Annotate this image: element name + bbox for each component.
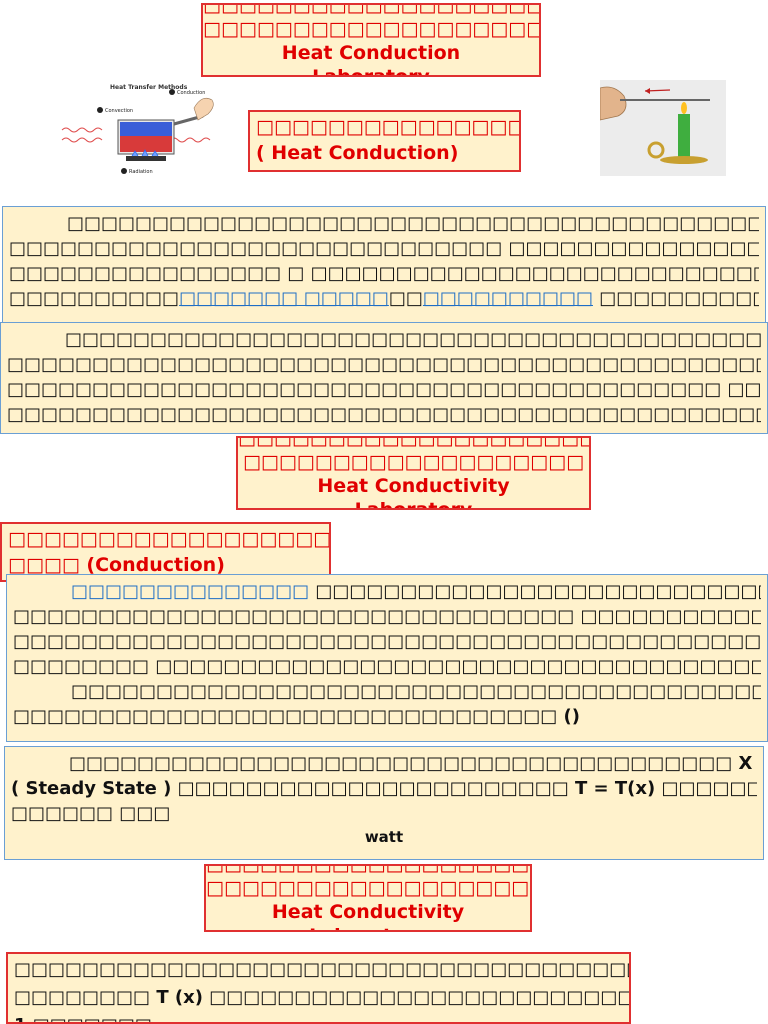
para1-line4: □□□□□□□□□□□□□□□□□ □□□□□□□□□□□□□□□□□ □□□□… [9,286,759,311]
para2-text-a: □□□□□□□□□□□□□□□□□□□□□□□□□□□□□□□□□□□□□□□□… [7,379,761,400]
para2-line3: □□□□□□□□□□□□□□□□□□□□□□□□□□□□□□□□□□□□□□□□… [7,377,761,402]
para1-link-1[interactable]: □□□□□□□ □□□□□ [179,288,389,309]
section3-line3: 1 □□□□□□□ [14,1012,623,1022]
title3-lab: Laboratory [206,924,530,930]
title-box-heat-conduction: □□□□□□□□□□□□□□□□□□□□□□□□□□□□□□ □□□□□□□□□… [201,3,541,77]
title-box-heat-conductivity: □□□□□□□□□□□□□□□□□□□□□□□□□□□ □□□□□□□□□□□□… [236,436,591,510]
para1-line2: □□□□□□□□□□□□□□□□□□□□□□□□□□□□□ □□□□□□□□□□… [9,238,759,259]
para3-line4: □□□□□□□□ □□□□□□□□□□□□□□□□□□□□□□□□□□□□□□□… [13,656,761,677]
para2-line2: □□□□□□□□□□□□□□□□□□□□□□□□□□□□□□□□□□□□□□□□… [7,354,761,375]
heading-thai: □□□□□□□□□□□□□□□□□ [256,116,519,138]
section3-line2: □□□□□□□□ T (x) □□□□□□□□□□□□□□□□□□□□□□□□□… [14,987,629,1008]
title-thai-line1: □□□□□□□□□□□□□□□□□□□□□□□□□□□□□□ [203,3,539,16]
para3-line5: □□□□□□□□□□□□□□□□□□□□□□□□□□□□□□□□□□□□□□□□… [71,681,761,702]
paragraph-conduction-definition: □□□□□□□□□□□□□□ □□□□□□□□□□□□□□□□□□□□□□□□□… [6,574,768,742]
heading-english: ( Heat Conduction) [256,142,459,164]
title-thai-line2: □□□□□□□□□□□□□□□□□□□ [203,18,541,40]
label-convection: Convection [105,108,133,114]
paragraph-thermal-conductivity: □□□□□□□□□□□□□□□□□□□□□□□□□□□□□□□□□□□□□□□□… [6,952,631,1024]
para1-line1: □□□□□□□□□□□□□□□□□□□□□□□□□□□□□□□□□□□□□□□□… [67,213,759,234]
para1-link-2[interactable]: □□□□□□□□□□ [422,288,593,309]
title-lab: Laboratory [312,66,430,77]
title-english: Heat Conduction [281,42,461,64]
para3-line2: □□□□□□□□□□□□□□□□□□□□□□□□□□□□□□□□□ □□□□□□… [13,606,761,627]
para4-line3: □□□□□□ □□□ [11,803,171,824]
heading-conduction: □□□□□□□□□□□□□□□□□□□□□□□□□□□□□ □□□□ (Cond… [0,522,331,582]
paragraph-steady-state: □□□□□□□□□□□□□□□□□□□□□□□□□□□□□□□□□□□□□□□ … [4,746,764,860]
section3-line1: □□□□□□□□□□□□□□□□□□□□□□□□□□□□□□□□□□□□□□□□… [14,959,631,980]
paragraph-conduction-detail: □□□□□□□□□□□□□□□□□□□□□□□□□□□□□□□□□□□□□□□□… [0,322,768,434]
para2-line1: □□□□□□□□□□□□□□□□□□□□□□□□□□□□□□□□□□□□□□□□… [65,329,761,350]
para3-link[interactable]: □□□□□□□□□□□□□□ [71,581,310,602]
heading2-thai: □□□□□□□□□□□□□□□□□□□□□□□□□□□□□ [8,528,331,550]
image-heading: Heat Transfer Methods [110,84,188,91]
para1-text-b: □□ [388,288,423,309]
title3-thai-line2: □□□□□□□□□□□□□□□□□□□ [206,877,532,899]
heading2-english: (Conduction) [79,554,225,576]
para1-text-a: □□□□□□□□□□ [9,288,180,309]
paragraph-conduction-intro: □□□□□□□□□□□□□□□□□□□□□□□□□□□□□□□□□□□□□□□□… [2,206,766,340]
label-conduction: Conduction [177,90,205,96]
label-radiation: Radiation [129,169,153,175]
para3-line3: □□□□□□□□□□□□□□□□□□□□□□□□□□□□□□□□□□□□□□□□… [13,631,761,652]
para4-line1: □□□□□□□□□□□□□□□□□□□□□□□□□□□□□□□□□□□□□□□ … [69,753,757,774]
heat-transfer-methods-image: Heat Transfer Methods Conduction Convect… [58,80,218,178]
para3-text: □□□□□□□□□□□□□□□□□□□□□□□□□□□□□□□□□□□□□□□□… [315,581,761,602]
heading2-line2: □□□□ (Conduction) [8,552,323,578]
para1-line3: □□□□□□□□□□□□□□□□ □ □□□□□□□□□□□□□□□□□□□□□… [9,263,759,284]
title2-thai-line1: □□□□□□□□□□□□□□□□□□□□□□□□□□□ [238,436,591,449]
title2-english: Heat Conductivity [317,475,510,497]
para4-line2: ( Steady State ) □□□□□□□□□□□□□□□□□□□□□□□… [11,778,757,799]
heading-heat-conduction: □□□□□□□□□□□□□□□□□ ( Heat Conduction) [248,110,521,172]
para3-line6: □□□□□□□□□□□□□□□□□□□□□□□□□□□□□□□□ () [13,706,580,727]
heading2-thai-2: □□□□ [8,554,80,576]
para2-line4: □□□□□□□□□□□□□□□□□□□□□□□□□□□□□□□□□□□□□□□□… [7,404,761,425]
title3-english: Heat Conductivity [271,901,465,923]
title2-thai-line2: □□□□□□□□□□□□□□□□□□□ [242,451,585,473]
para1-text-c: □□□□□□□□□□□□□□□□□ (□□□ [599,288,759,309]
candle-rod-image [600,80,726,176]
title-box-heat-conductivity-2: □□□□□□□□□□□□□□□□□□□□□□□□□□□□□ □□□□□□□□□□… [204,864,532,932]
para3-line1: □□□□□□□□□□□□□□ □□□□□□□□□□□□□□□□□□□□□□□□□… [13,579,761,604]
title2-lab: Laboratory [354,499,473,510]
title3-thai-line1: □□□□□□□□□□□□□□□□□□□□□□□□□□□□□ [206,864,530,875]
para4-unit: watt [364,828,404,846]
